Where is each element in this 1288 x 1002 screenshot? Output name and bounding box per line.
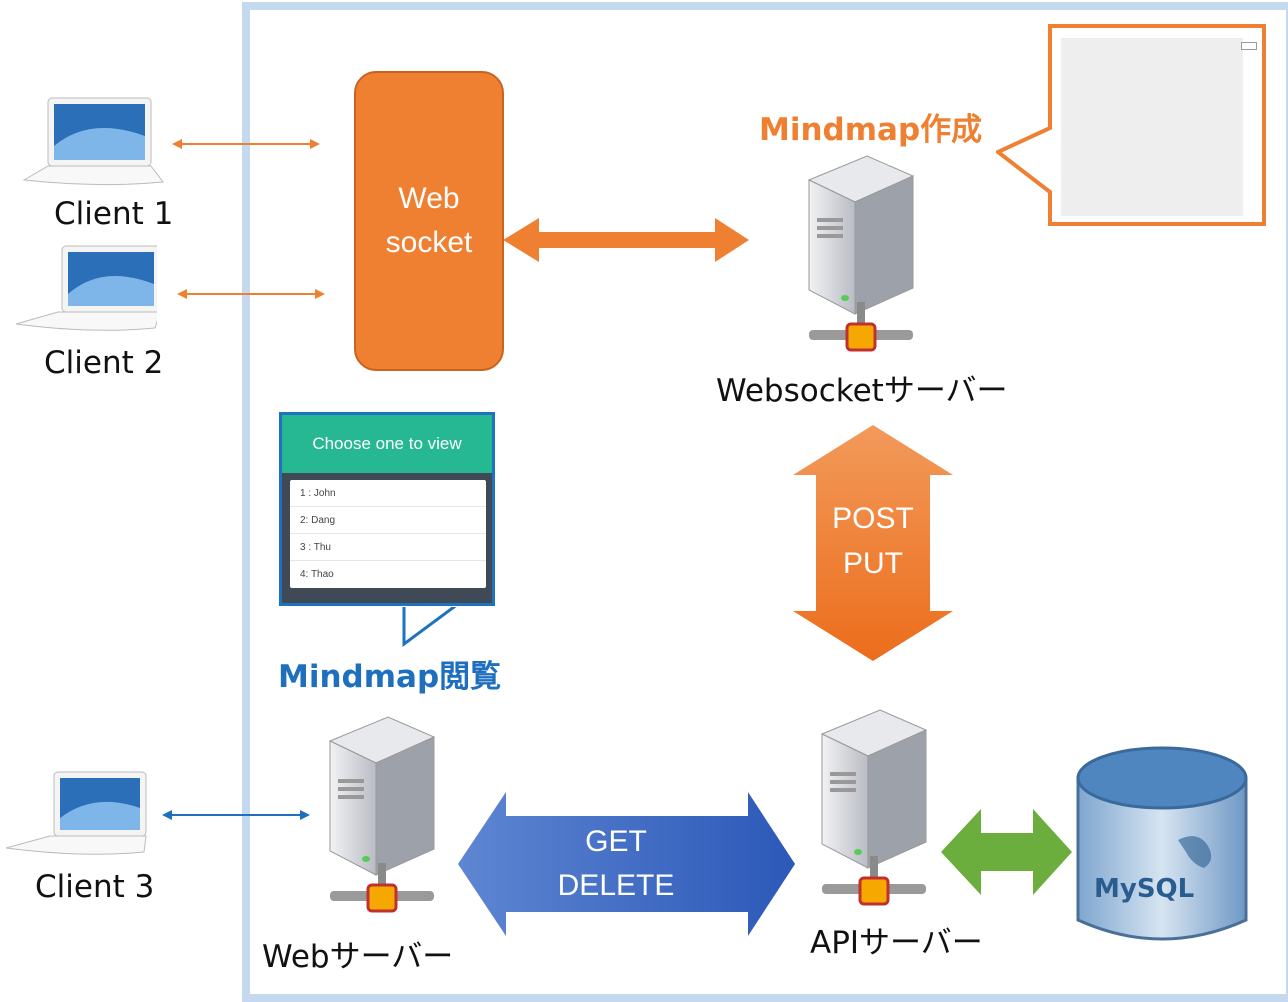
list-item[interactable]: 1 : John bbox=[290, 480, 486, 507]
database-icon bbox=[1076, 746, 1248, 941]
get-delete-arrow bbox=[458, 792, 795, 936]
client-2-label: Client 2 bbox=[44, 345, 164, 381]
post-put-arrow bbox=[793, 425, 953, 661]
mindmap-toolbar-button bbox=[1241, 42, 1257, 50]
client-3-arrow bbox=[162, 810, 310, 820]
put-label: PUT bbox=[843, 547, 903, 580]
client-2-arrow bbox=[177, 289, 325, 299]
laptop-icon bbox=[22, 97, 164, 186]
api-server-label: APIサーバー bbox=[810, 925, 983, 961]
list-item[interactable]: 4: Thao bbox=[300, 569, 334, 580]
db-arrow bbox=[941, 809, 1072, 895]
client-1-arrow bbox=[172, 139, 320, 149]
websocket-server-label: Websocketサーバー bbox=[716, 373, 1008, 409]
web-server-icon bbox=[328, 716, 436, 913]
view-panel-header: Choose one to view bbox=[282, 415, 492, 473]
laptop-icon bbox=[5, 771, 147, 855]
websocket-box-line1: Web bbox=[398, 182, 460, 215]
laptop-icon bbox=[15, 245, 157, 331]
view-callout-title: Mindmap閲覧 bbox=[278, 659, 502, 695]
list-item[interactable]: 3 : Thu bbox=[290, 534, 486, 561]
list-item[interactable]: 2: Dang bbox=[290, 507, 486, 534]
view-list: 1 : John 2: Dang 3 : Thu 4: Thao bbox=[290, 480, 486, 588]
view-callout-tail bbox=[402, 602, 460, 647]
post-label: POST bbox=[832, 502, 914, 535]
web-server-label: Webサーバー bbox=[262, 939, 454, 975]
websocket-server-icon bbox=[807, 155, 915, 352]
view-panel: Choose one to view 1 : John 2: Dang 3 : … bbox=[279, 412, 495, 606]
delete-label: DELETE bbox=[557, 869, 675, 902]
websocket-server-arrow bbox=[503, 218, 749, 262]
websocket-box-line2: socket bbox=[385, 226, 473, 259]
mysql-logo: MySQL bbox=[1094, 874, 1195, 904]
create-callout-title: Mindmap作成 bbox=[759, 112, 983, 148]
client-3-label: Client 3 bbox=[35, 869, 155, 905]
api-server-icon bbox=[820, 709, 928, 906]
get-label: GET bbox=[585, 825, 647, 858]
mindmap-screenshot bbox=[1061, 38, 1257, 216]
client-1-label: Client 1 bbox=[54, 196, 174, 232]
websocket-box: Web socket bbox=[354, 71, 504, 371]
